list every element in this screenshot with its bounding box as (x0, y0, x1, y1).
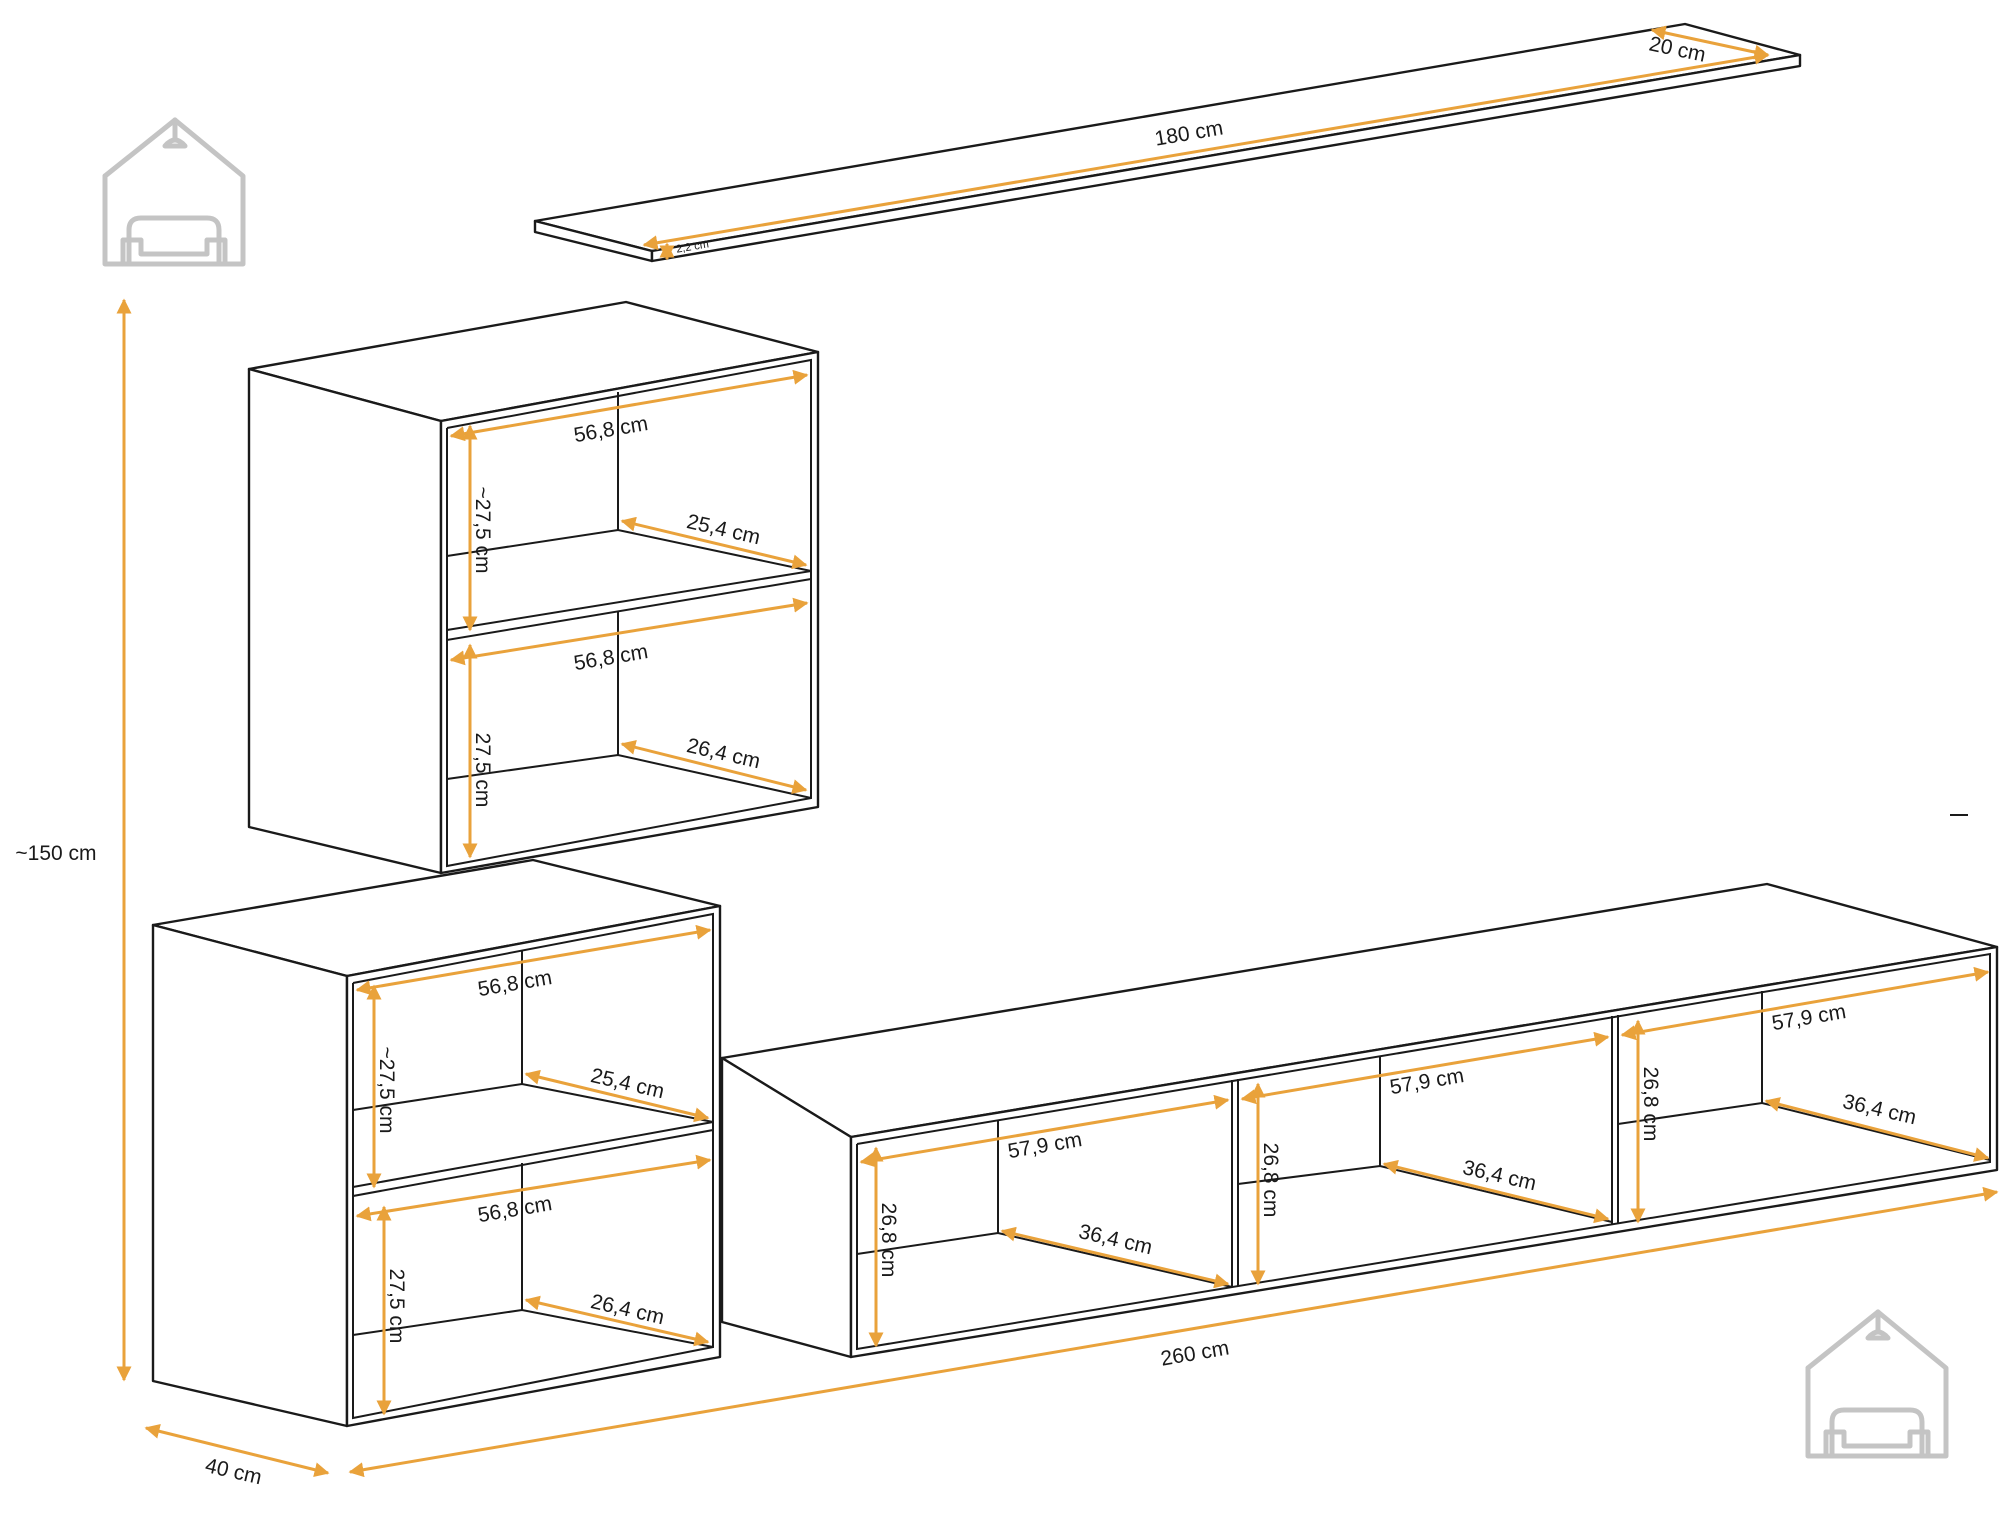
total-height-label: ~150 cm (15, 842, 96, 865)
dimension-lines (116, 25, 1999, 1478)
upper-height-top-label: ~27,5 cm (471, 487, 494, 574)
lower-height-top-label: ~27,5 cm (375, 1047, 398, 1134)
lower-cabinet (151, 858, 722, 1428)
depth-label: 40 cm (203, 1454, 264, 1489)
lower-height-bottom-label: 27,5 cm (385, 1269, 408, 1344)
house-sofa-logo (102, 117, 246, 267)
tv-height-3-label: 26,8 cm (1639, 1067, 1662, 1142)
total-width-label: 260 cm (1159, 1337, 1231, 1371)
tv-height-1-label: 26,8 cm (877, 1203, 900, 1278)
tv-height-2-label: 26,8 cm (1259, 1143, 1282, 1218)
house-sofa-logo (1805, 1309, 1949, 1459)
tv-lowboard (720, 882, 1999, 1359)
shelf-thickness-label: 2,2 cm (675, 238, 710, 255)
upper-height-bottom-label: 27,5 cm (471, 733, 494, 808)
